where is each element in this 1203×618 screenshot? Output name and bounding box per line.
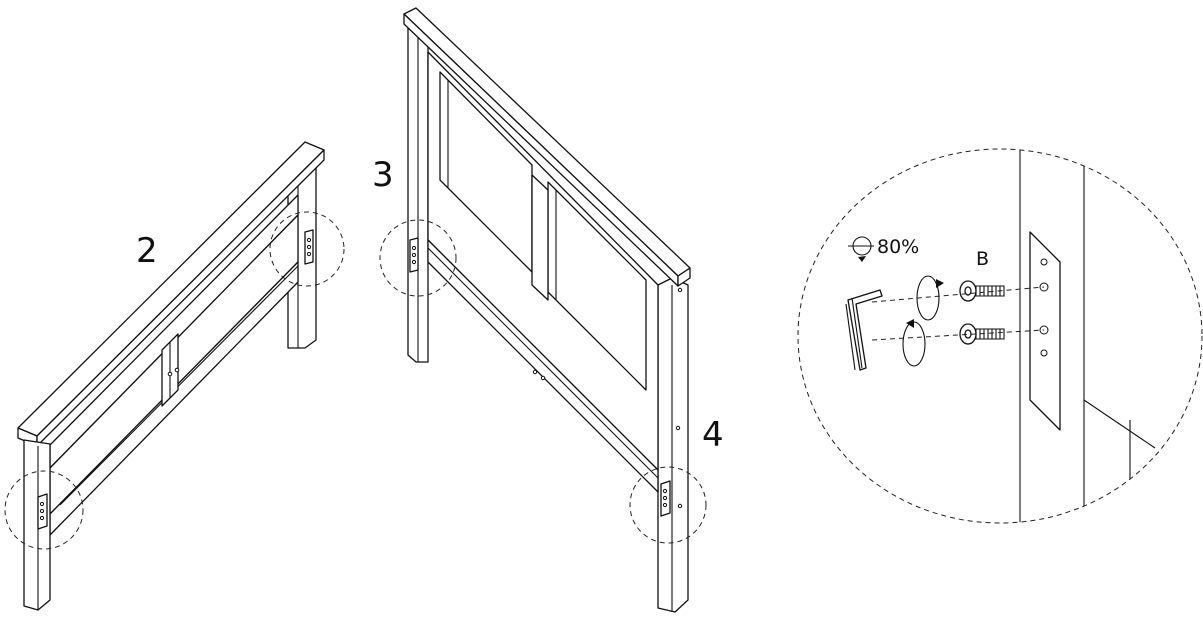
part-label-3: 3 — [372, 155, 394, 195]
headboard-right-leg — [657, 277, 689, 613]
screw-icon — [959, 323, 1005, 345]
headboard-center-post — [531, 174, 549, 301]
footboard-joint-callout-bottom — [4, 470, 84, 550]
circular-arrow-icon — [902, 319, 926, 367]
bracket-icon — [304, 229, 314, 265]
headboard-joint-callout-right — [629, 466, 707, 544]
detail-magnifier: 80% B — [797, 148, 1203, 524]
part-label-2: 2 — [136, 231, 158, 271]
part-label-4: 4 — [702, 415, 724, 455]
rotate-icon — [848, 236, 874, 262]
footboard-upper-rail — [49, 194, 299, 469]
headboard-lower-rail — [427, 239, 659, 493]
headboard — [379, 7, 707, 613]
footboard-left-leg — [23, 439, 51, 611]
headboard-joint-callout-left — [379, 219, 457, 297]
bracket-icon — [409, 237, 419, 273]
screw-icon — [959, 280, 1005, 302]
torque-label: 80% — [877, 236, 919, 258]
circular-arrow-icon — [916, 275, 944, 321]
footboard-joint-callout-top — [269, 211, 345, 287]
allen-key-icon — [845, 289, 883, 371]
bracket-icon — [37, 493, 48, 530]
screw-label-b: B — [976, 248, 989, 270]
footboard — [4, 141, 345, 611]
bracket-icon — [660, 480, 671, 517]
